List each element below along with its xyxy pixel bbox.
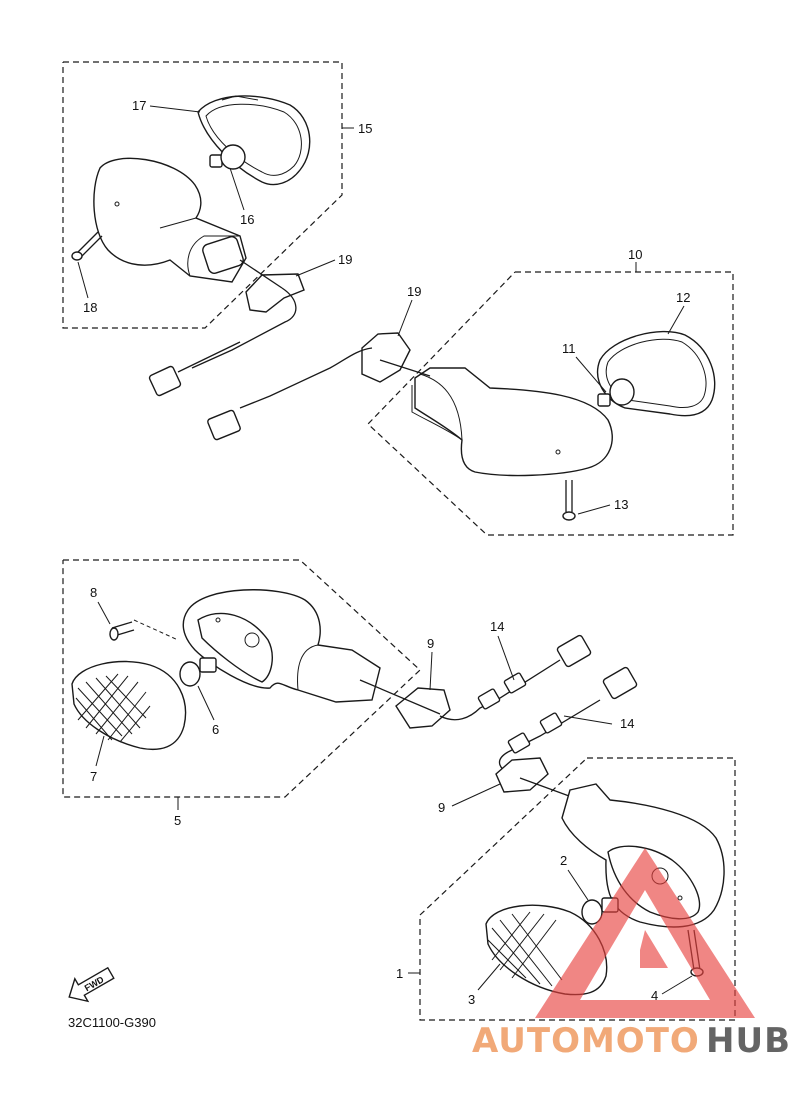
bulb-6 — [179, 657, 217, 687]
fwd-arrow-icon: FWD — [68, 966, 115, 1003]
callout-12: 12 — [676, 290, 690, 305]
callout-13: 13 — [614, 497, 628, 512]
watermark-triangle-icon — [535, 848, 755, 1018]
callout-18: 18 — [83, 300, 97, 315]
watermark-brand-part2: HUB — [706, 1021, 791, 1061]
bulb-11 — [597, 378, 635, 407]
callout-9-upper: 9 — [427, 636, 434, 651]
flasher-body-10 — [414, 367, 613, 477]
lens-7-grid — [75, 673, 151, 743]
callout-9-lower: 9 — [438, 800, 445, 815]
grommet-9-upper — [395, 687, 451, 729]
connector-14-upper — [556, 634, 592, 668]
callout-11: 11 — [562, 341, 576, 356]
callout-19-lower: 19 — [407, 284, 421, 299]
assembly-5-front-left-flasher — [62, 559, 592, 798]
callout-8: 8 — [90, 585, 97, 600]
diagram-part-code: 32C1100-G390 — [68, 1015, 156, 1030]
automotohub-watermark-logo — [535, 848, 755, 1018]
callout-16: 16 — [240, 212, 254, 227]
callout-1: 1 — [396, 966, 403, 981]
callout-6: 6 — [212, 722, 219, 737]
callout-7: 7 — [90, 769, 97, 784]
assembly-10-boundary — [367, 271, 734, 536]
grommet-9-lower — [495, 757, 549, 793]
grommet-19-upper — [245, 273, 305, 313]
bulb-16 — [209, 144, 246, 170]
connector-upper-left — [148, 365, 182, 397]
callout-10: 10 — [628, 247, 642, 262]
assembly-15-boundary — [62, 61, 343, 329]
callout-14-lower: 14 — [620, 716, 634, 731]
assembly-10-rear-right-flasher — [207, 271, 734, 536]
callout-3: 3 — [468, 992, 475, 1007]
grommet-19-lower — [361, 332, 411, 383]
lens-3-grid — [487, 911, 563, 987]
assembly-15-rear-left-flasher — [62, 61, 343, 397]
screw-13 — [562, 480, 576, 521]
lens-7 — [71, 660, 187, 751]
screw-8 — [109, 619, 179, 641]
assembly-1-boundary — [419, 757, 736, 1021]
callout-2: 2 — [560, 853, 567, 868]
connector-14-lower — [602, 666, 638, 700]
callout-4: 4 — [651, 988, 658, 1003]
callout-17: 17 — [132, 98, 146, 113]
callout-15: 15 — [358, 121, 372, 136]
callout-5: 5 — [174, 813, 181, 828]
callout-19-upper: 19 — [338, 252, 352, 267]
watermark-brand-part1: AUTOMOTO — [472, 1021, 700, 1061]
screw-18 — [71, 231, 103, 261]
callout-14-upper: 14 — [490, 619, 504, 634]
assembly-5-boundary — [62, 559, 421, 798]
connector-middle-left — [207, 409, 241, 441]
